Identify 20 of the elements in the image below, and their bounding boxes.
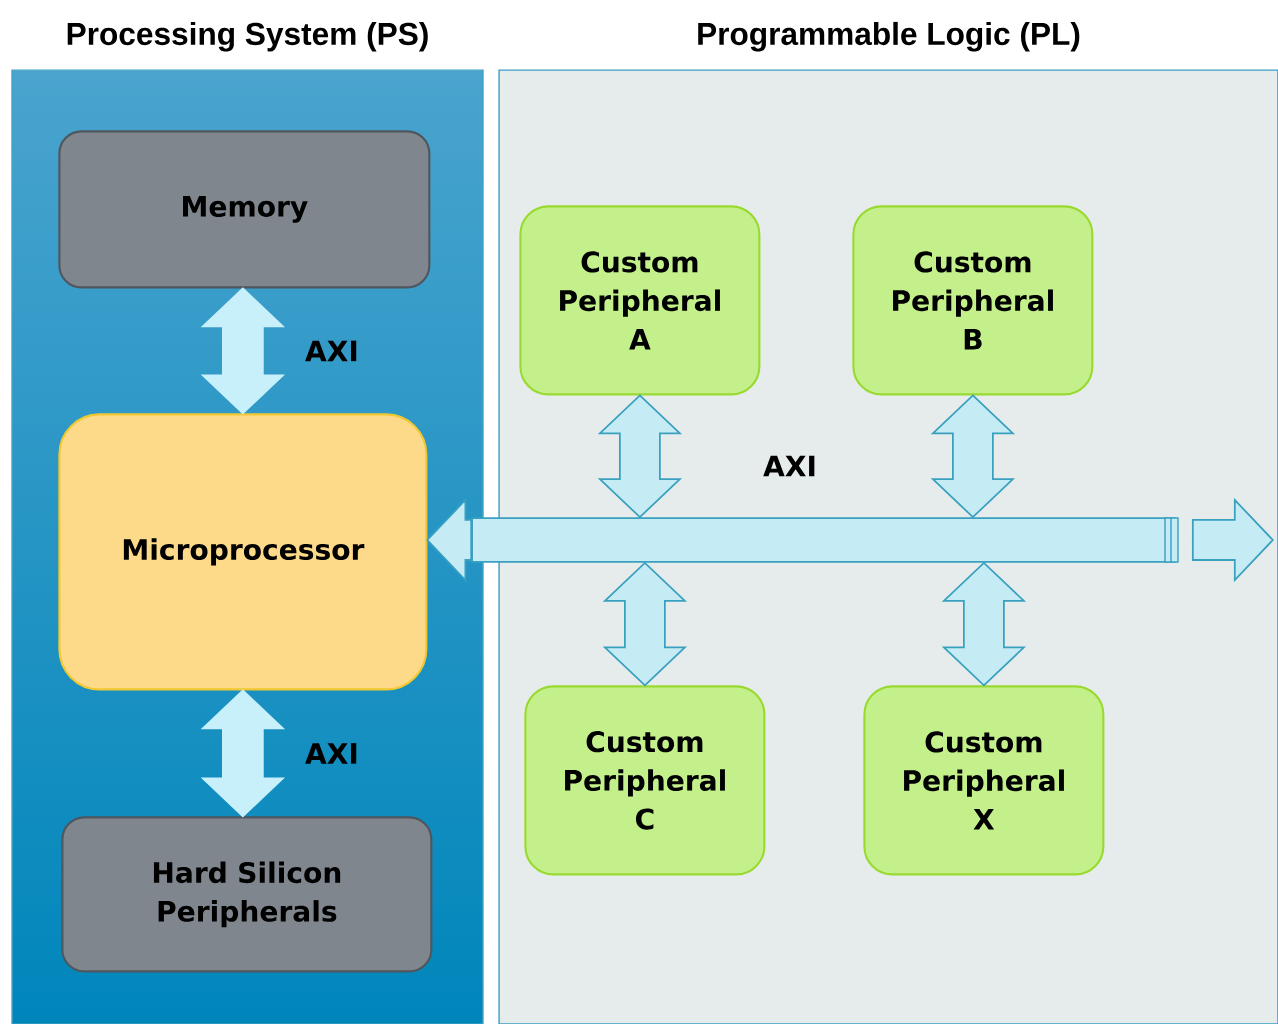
process-box: Custom Peripheral X <box>863 685 1105 876</box>
process-box: Microprocessor <box>58 413 428 691</box>
arrow <box>1191 497 1275 583</box>
arrow <box>941 561 1027 687</box>
process-box: Hard Silicon Peripherals <box>61 816 433 973</box>
process-box: Memory <box>58 130 431 289</box>
arrow <box>930 394 1016 519</box>
arrow <box>200 689 286 818</box>
process-box: Custom Peripheral B <box>852 205 1094 396</box>
edge-label: AXI <box>305 340 357 362</box>
node-label: Processing System (PS) <box>67 21 428 52</box>
edge-label: AXI <box>305 743 357 764</box>
node-label: Programmable Logic (PL) <box>698 21 1080 52</box>
arrow <box>602 561 688 687</box>
arrow <box>597 394 683 519</box>
process-box: Custom Peripheral A <box>519 205 761 396</box>
arrow <box>200 287 286 415</box>
arrow <box>426 497 473 583</box>
bus-label: AXI <box>763 455 815 477</box>
process-box: Custom Peripheral C <box>524 685 766 876</box>
